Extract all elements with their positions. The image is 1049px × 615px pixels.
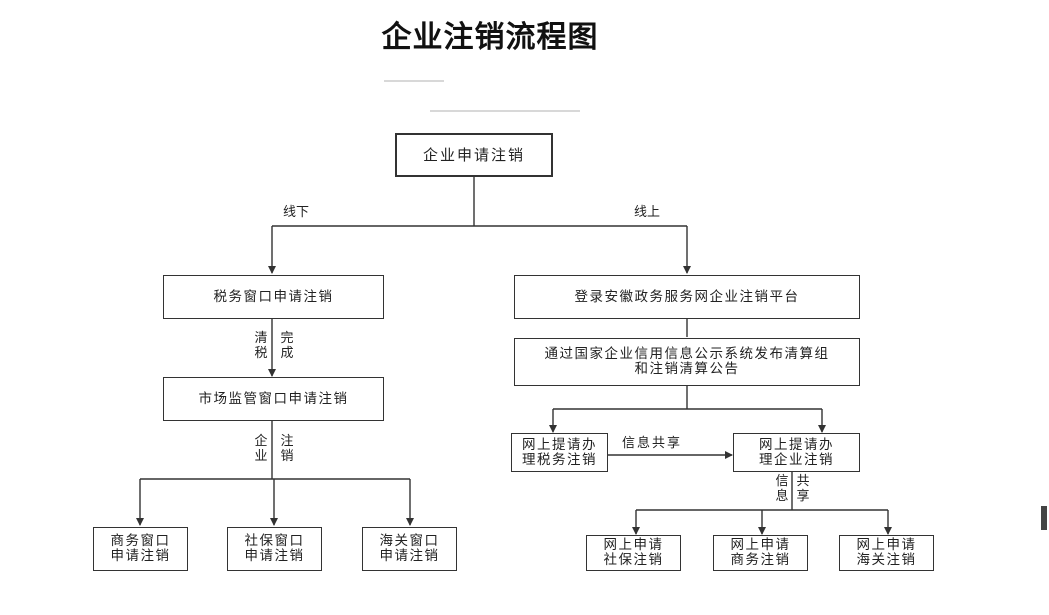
- node-online-enterprise: 网上提请办 理企业注销: [733, 433, 860, 472]
- label-enterprise-cancel-2: 注 销: [280, 434, 294, 464]
- node-online-social: 网上申请 社保注销: [586, 535, 681, 571]
- node-apply-cancellation: 企业申请注销: [395, 133, 553, 177]
- label-tax-clear-2: 完 成: [280, 331, 294, 361]
- label-info-share: 信息共享: [622, 436, 683, 451]
- faint-divider: [384, 80, 444, 82]
- node-tax-window: 税务窗口申请注销: [163, 275, 384, 319]
- label-tax-clear-1: 清 税: [254, 331, 268, 361]
- label-info-share-v2: 共 享: [796, 474, 810, 504]
- node-online-customs: 网上申请 海关注销: [839, 535, 934, 571]
- label-online: 线上: [634, 205, 661, 220]
- label-offline: 线下: [283, 205, 310, 220]
- label-info-share-v1: 信 息: [775, 474, 789, 504]
- node-online-commerce: 网上申请 商务注销: [713, 535, 808, 571]
- node-social-window: 社保窗口 申请注销: [227, 527, 322, 571]
- label-enterprise-cancel-1: 企 业: [254, 434, 268, 464]
- page-title: 企业注销流程图: [381, 20, 599, 55]
- node-announcement: 通过国家企业信用信息公示系统发布清算组 和注销清算公告: [514, 338, 860, 386]
- node-online-tax: 网上提请办 理税务注销: [511, 433, 608, 472]
- faint-divider: [430, 110, 580, 112]
- node-customs-window: 海关窗口 申请注销: [362, 527, 457, 571]
- node-commerce-window: 商务窗口 申请注销: [93, 527, 188, 571]
- scrollbar-fragment: [1041, 506, 1047, 530]
- node-market-window: 市场监管窗口申请注销: [163, 377, 384, 421]
- node-platform: 登录安徽政务服务网企业注销平台: [514, 275, 860, 319]
